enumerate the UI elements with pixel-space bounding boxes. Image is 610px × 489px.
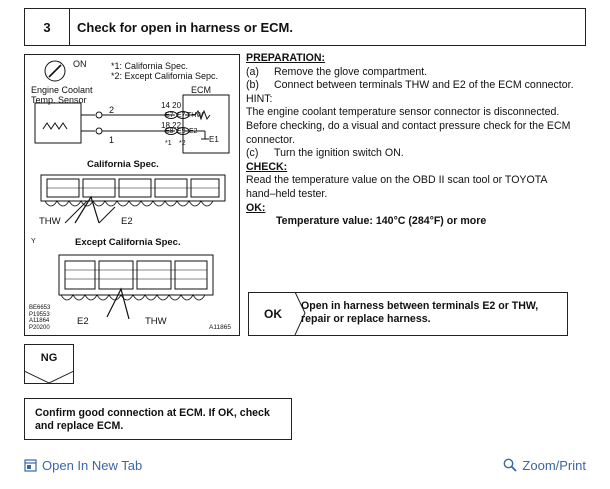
zoom-print-label: Zoom/Print <box>522 457 586 473</box>
check-text: Read the temperature value on the OBD II… <box>246 174 547 200</box>
sensor-label-line2: Temp. Sensor <box>31 95 87 105</box>
pins-top: 14 20 <box>161 101 182 110</box>
e7-b: E7 <box>177 112 186 119</box>
wire-2-label: 2 <box>109 105 115 115</box>
hint-text: The engine coolant temperature sensor co… <box>246 106 571 146</box>
preparation-heading: PREPARATION: <box>246 52 326 64</box>
y-mark: Y <box>31 238 36 245</box>
prep-step-c-index: (c) <box>246 147 259 160</box>
star1-label: *1 <box>165 140 172 147</box>
prep-step-b-index: (b) <box>246 79 259 92</box>
confirm-text: Confirm good connection at ECM. If OK, c… <box>35 407 270 432</box>
thw-terminal: THW <box>187 112 203 119</box>
e7-a: E7 <box>165 112 174 119</box>
e8-terminal: E8 <box>165 128 174 135</box>
ecm-label: ECM <box>191 85 211 95</box>
hint-heading: HINT: <box>246 92 273 105</box>
ok-result-box: OK Open in harness between terminals E2 … <box>248 292 568 336</box>
prep-step-b-text: Connect between terminals THW and E2 of … <box>274 79 574 92</box>
note-california: *1: California Spec. <box>111 61 189 71</box>
wiring-diagram: ON *1: California Spec. *2: Except Calif… <box>24 54 240 336</box>
ok-result-text: Open in harness between terminals E2 or … <box>301 300 539 325</box>
prep-step-b: (b) Connect between terminals THW and E2… <box>246 79 576 93</box>
ok-heading: OK: <box>246 201 266 214</box>
diagram-code-2: P19553 <box>29 311 50 318</box>
ok-spec: Temperature value: 140°C (284°F) or more <box>276 215 487 228</box>
e1-terminal: E1 <box>209 135 219 144</box>
ng-label: NG <box>40 352 58 364</box>
ok-label: OK <box>264 307 282 321</box>
e2-terminal: E2 <box>189 128 198 135</box>
new-tab-icon <box>24 458 37 472</box>
figure-code: A11865 <box>209 324 231 331</box>
prep-step-a-text: Remove the glove compartment. <box>274 65 428 78</box>
e2-probe-except: E2 <box>77 316 89 327</box>
diagram-code-1: BE6653 <box>29 305 51 311</box>
wire-1-label: 1 <box>109 135 115 145</box>
prep-step-c: (c) Turn the ignition switch ON. <box>246 147 576 161</box>
e9-terminal: E9 <box>177 128 186 135</box>
procedure-text: PREPARATION: (a) Remove the glove compar… <box>246 52 576 229</box>
step-number: 3 <box>25 9 70 45</box>
e2-probe-california: E2 <box>121 216 133 227</box>
pins-bottom: 18 22 <box>161 121 182 130</box>
ng-result-box: NG <box>24 344 74 384</box>
check-heading: CHECK: <box>246 160 288 173</box>
diagram-code-3: A11864 <box>29 318 50 324</box>
wiring-diagram-graphic <box>34 60 230 320</box>
prep-step-a: (a) Remove the glove compartment. <box>246 66 576 80</box>
zoom-icon <box>504 458 518 472</box>
ng-arrow-icon <box>24 371 74 384</box>
sensor-label-line1: Engine Coolant <box>31 85 93 95</box>
prep-step-c-text: Turn the ignition switch ON. <box>274 147 404 160</box>
ok-arrow-icon <box>294 292 306 336</box>
diagram-code-4: P20200 <box>29 324 50 331</box>
open-in-new-tab-label: Open In New Tab <box>42 457 143 473</box>
step-header: 3 Check for open in harness or ECM. <box>24 8 586 46</box>
thw-probe-california: THW <box>39 216 61 227</box>
star2-label: *2 <box>179 140 186 147</box>
thw-probe-except: THW <box>145 316 167 327</box>
california-spec-label: California Spec. <box>87 159 159 170</box>
confirm-box: Confirm good connection at ECM. If OK, c… <box>24 398 292 440</box>
prep-step-a-index: (a) <box>246 65 259 78</box>
open-in-new-tab-link[interactable]: Open In New Tab <box>24 458 142 473</box>
except-california-spec-label: Except California Spec. <box>75 237 181 248</box>
switch-on-label: ON <box>73 59 87 69</box>
note-except-california: *2: Except California Sepc. <box>111 71 219 81</box>
bottom-link-bar: Open In New Tab Zoom/Print <box>24 452 586 478</box>
zoom-print-link[interactable]: Zoom/Print <box>503 458 586 473</box>
step-title: Check for open in harness or ECM. <box>77 19 293 35</box>
